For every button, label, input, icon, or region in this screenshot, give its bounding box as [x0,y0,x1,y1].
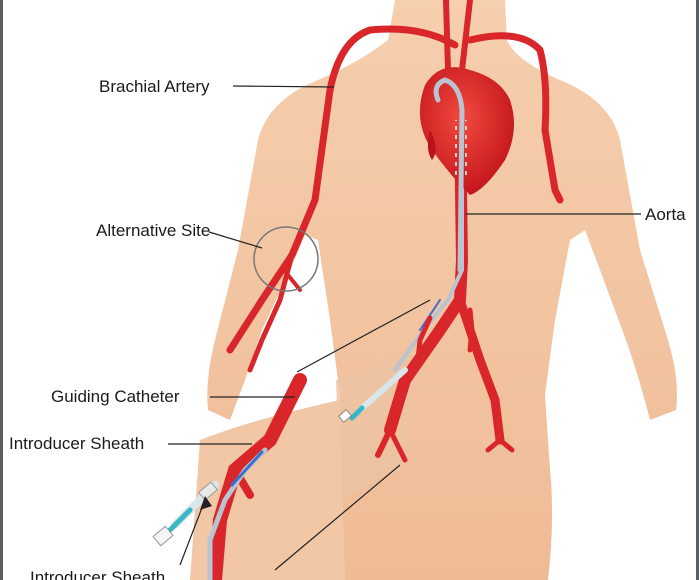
label-introducer-sheath: Introducer Sheath [9,434,144,454]
label-brachial-artery: Brachial Artery [99,77,210,97]
frame-edge-left [0,0,3,580]
label-introducer-sheath-cut: Introducer Sheath [30,568,165,580]
label-aorta: Aorta [645,205,686,225]
label-guiding-catheter: Guiding Catheter [51,387,180,407]
label-alternative-site: Alternative Site [96,221,210,241]
